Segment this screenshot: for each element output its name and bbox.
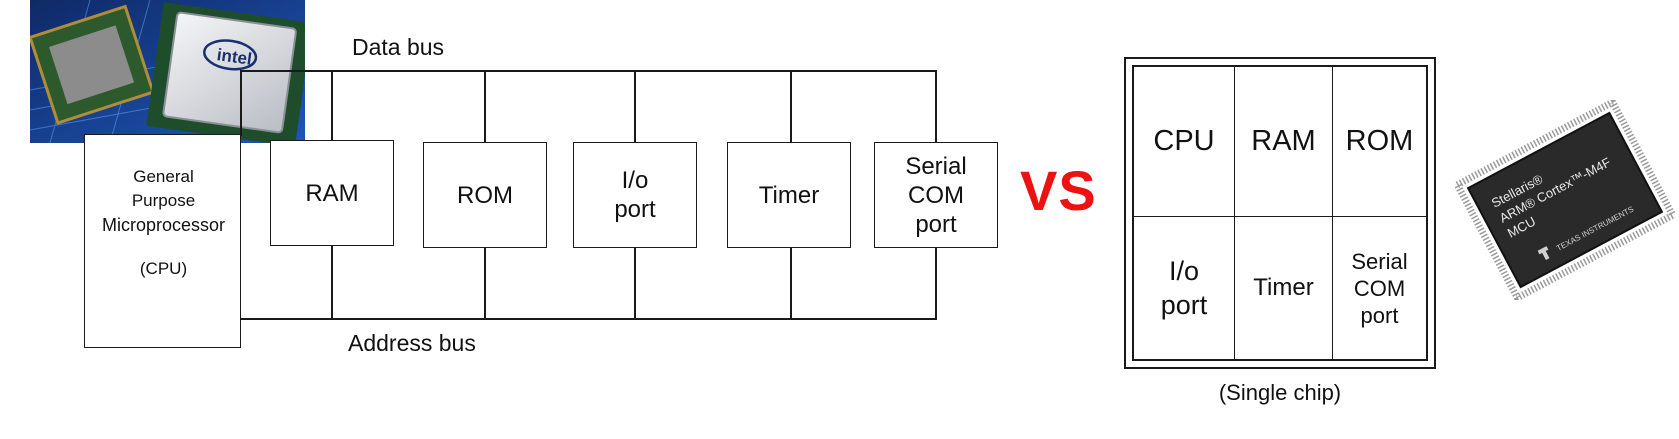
intel-cpu-photo: intel (30, 0, 305, 143)
cpu-line-general: General (133, 167, 194, 186)
single-chip-diagram: CPU RAM ROM I/o port Timer Serial COM po… (1124, 57, 1436, 369)
vs-label: VS (1020, 159, 1097, 222)
ram-block-label: RAM (305, 179, 359, 207)
chip-cell-rom: ROM (1333, 67, 1426, 217)
data-bus-line (240, 70, 937, 72)
cpu-line-purpose: Purpose (131, 191, 196, 210)
rom-block: ROM (423, 142, 547, 248)
timer-block-label: Timer (758, 181, 820, 209)
serial-com-port-block-label: Serial COM port (905, 152, 967, 238)
address-bus-label: Address bus (348, 330, 476, 356)
ti-logo-icon (1537, 246, 1550, 260)
stellaris-mcu-photo: Stellaris® ARM® Cortex™-M4F MCU TEXAS IN… (1452, 97, 1679, 303)
timer-block: Timer (727, 142, 851, 248)
io-port-block-label: I/o port (614, 167, 656, 223)
single-chip-caption: (Single chip) (1218, 380, 1342, 405)
intel-logo-text: intel (216, 45, 253, 69)
single-chip-grid: CPU RAM ROM I/o port Timer Serial COM po… (1132, 65, 1428, 361)
data-bus-label: Data bus (352, 34, 445, 60)
chip-cell-serial-com-port: Serial COM port (1351, 248, 1408, 328)
cpu-line-microprocessor: Microprocessor (101, 215, 226, 235)
chip-cell-io-port: I/o port (1134, 217, 1235, 359)
data-bus-cpu-drop (240, 70, 242, 136)
cpu-line-cpu: (CPU) (139, 259, 188, 278)
chip-cell-timer: Timer (1235, 217, 1333, 359)
serial-com-port-block: Serial COM port (874, 142, 998, 248)
chip-cell-ram: RAM (1235, 67, 1333, 217)
io-port-block: I/o port (573, 142, 697, 248)
rom-block-label: ROM (457, 181, 513, 209)
cpu-block: General Purpose Microprocessor (CPU) (84, 134, 241, 348)
ram-block: RAM (270, 140, 394, 246)
chip-cell-cpu: CPU (1134, 67, 1235, 217)
address-bus-line (240, 318, 937, 320)
